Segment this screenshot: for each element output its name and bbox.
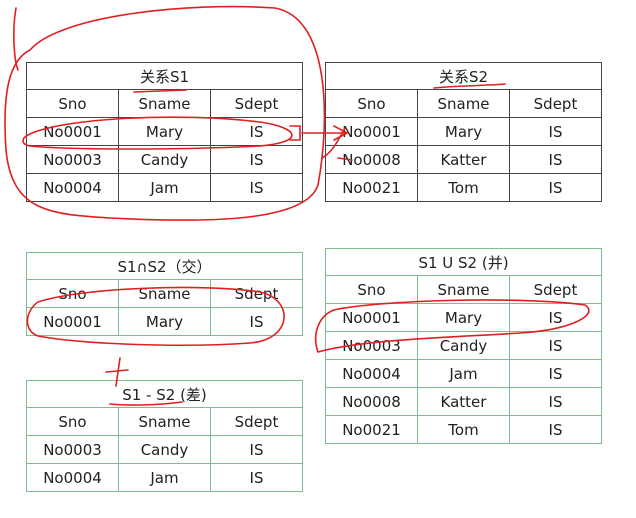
table-row: No0001 Mary IS <box>325 117 602 146</box>
cell: IS <box>210 463 303 492</box>
column-header: Sno <box>325 89 418 118</box>
table-row: No0003 Candy IS <box>26 145 303 174</box>
cell: Candy <box>417 331 510 360</box>
cell: No0004 <box>26 463 119 492</box>
cell: Mary <box>417 303 510 332</box>
cell: IS <box>509 331 602 360</box>
column-header: Sname <box>417 89 510 118</box>
ink-stroke-left <box>13 7 19 71</box>
column-header: Sdept <box>210 407 303 436</box>
cell: IS <box>210 117 303 146</box>
cell: No0003 <box>26 435 119 464</box>
table-row: No0004 Jam IS <box>26 173 303 202</box>
cell: Jam <box>118 463 211 492</box>
table-title: 关系S2 <box>325 62 602 90</box>
cell: Candy <box>118 435 211 464</box>
column-header: Sno <box>26 89 119 118</box>
header-row: Sno Sname Sdept <box>26 89 303 118</box>
cell: Mary <box>118 117 211 146</box>
table-row: No0021 Tom IS <box>325 173 602 202</box>
cell: Mary <box>417 117 510 146</box>
cell: No0008 <box>325 145 418 174</box>
header-row: Sno Sname Sdept <box>26 279 303 308</box>
cell: IS <box>509 359 602 388</box>
cell: No0021 <box>325 173 418 202</box>
column-header: Sname <box>417 275 510 304</box>
table-title: 关系S1 <box>26 62 303 90</box>
table-row: No0008 Katter IS <box>325 387 602 416</box>
cell: Tom <box>417 173 510 202</box>
column-header: Sname <box>118 407 211 436</box>
cell: Jam <box>118 173 211 202</box>
table-row: No0003 Candy IS <box>26 435 303 464</box>
cell: IS <box>509 415 602 444</box>
relation-s2-table: 关系S2 Sno Sname Sdept No0001 Mary IS No00… <box>325 62 602 202</box>
column-header: Sname <box>118 89 211 118</box>
cell: No0001 <box>325 117 418 146</box>
column-header: Sdept <box>509 89 602 118</box>
cell: IS <box>210 435 303 464</box>
header-row: Sno Sname Sdept <box>325 275 602 304</box>
column-header: Sno <box>325 275 418 304</box>
cell: No0008 <box>325 387 418 416</box>
cell: IS <box>210 173 303 202</box>
table-title: S1 - S2 (差) <box>26 380 303 408</box>
column-header: Sdept <box>509 275 602 304</box>
cell: IS <box>210 145 303 174</box>
cell: Katter <box>417 387 510 416</box>
cell: No0003 <box>26 145 119 174</box>
cell: No0001 <box>26 307 119 336</box>
cell: IS <box>509 303 602 332</box>
cell: IS <box>509 117 602 146</box>
table-row: No0021 Tom IS <box>325 415 602 444</box>
cell: Katter <box>417 145 510 174</box>
cell: No0021 <box>325 415 418 444</box>
union-table: S1 U S2 (并) Sno Sname Sdept No0001 Mary … <box>325 248 602 444</box>
cell: Tom <box>417 415 510 444</box>
cell: IS <box>210 307 303 336</box>
table-row: No0004 Jam IS <box>26 463 303 492</box>
cell: IS <box>509 173 602 202</box>
cell: Mary <box>118 307 211 336</box>
column-header: Sdept <box>210 89 303 118</box>
column-header: Sno <box>26 407 119 436</box>
cell: No0004 <box>26 173 119 202</box>
intersection-table: S1∩S2（交） Sno Sname Sdept No0001 Mary IS <box>26 252 303 336</box>
table-row: No0008 Katter IS <box>325 145 602 174</box>
difference-table: S1 - S2 (差) Sno Sname Sdept No0003 Candy… <box>26 380 303 492</box>
table-row: No0001 Mary IS <box>26 307 303 336</box>
cell: IS <box>509 387 602 416</box>
cell: Jam <box>417 359 510 388</box>
column-header: Sdept <box>210 279 303 308</box>
table-title: S1∩S2（交） <box>26 252 303 280</box>
cell: No0003 <box>325 331 418 360</box>
cell: Candy <box>118 145 211 174</box>
table-title: S1 U S2 (并) <box>325 248 602 276</box>
header-row: Sno Sname Sdept <box>325 89 602 118</box>
cell: No0001 <box>26 117 119 146</box>
header-row: Sno Sname Sdept <box>26 407 303 436</box>
cell: No0001 <box>325 303 418 332</box>
cell: IS <box>509 145 602 174</box>
table-row: No0001 Mary IS <box>325 303 602 332</box>
column-header: Sname <box>118 279 211 308</box>
cell: No0004 <box>325 359 418 388</box>
table-row: No0001 Mary IS <box>26 117 303 146</box>
relation-s1-table: 关系S1 Sno Sname Sdept No0001 Mary IS No00… <box>26 62 303 202</box>
table-row: No0004 Jam IS <box>325 359 602 388</box>
table-row: No0003 Candy IS <box>325 331 602 360</box>
column-header: Sno <box>26 279 119 308</box>
